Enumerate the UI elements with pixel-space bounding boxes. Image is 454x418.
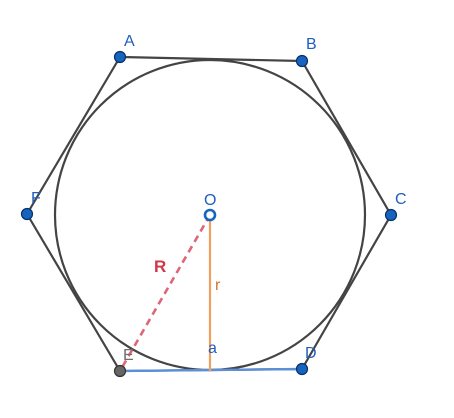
point-f[interactable] xyxy=(20,207,34,221)
label-d: D xyxy=(305,345,317,362)
label-b: B xyxy=(306,36,317,53)
label-radius: R xyxy=(154,257,166,276)
label-c: C xyxy=(395,191,407,208)
label-apothem: r xyxy=(215,277,221,294)
point-d[interactable] xyxy=(295,362,309,376)
label-f: F xyxy=(31,190,41,207)
radius-line xyxy=(118,214,212,372)
point-c[interactable] xyxy=(384,208,398,222)
point-e[interactable] xyxy=(113,364,127,378)
point-a[interactable] xyxy=(113,50,127,64)
point-b[interactable] xyxy=(295,54,309,68)
label-side: a xyxy=(208,340,217,357)
label-o: O xyxy=(204,192,216,209)
label-a: A xyxy=(124,33,135,50)
label-e: E xyxy=(123,347,134,364)
point-o[interactable] xyxy=(203,208,217,222)
